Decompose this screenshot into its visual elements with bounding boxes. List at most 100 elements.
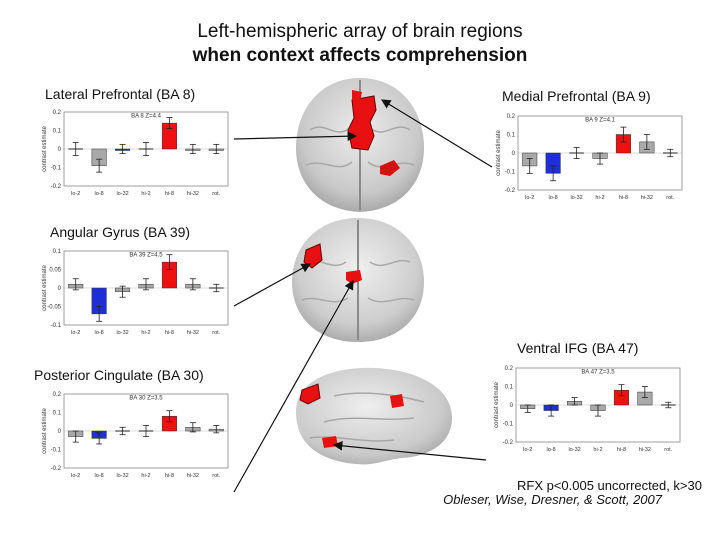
x-tick-label: lo-32 — [570, 195, 582, 201]
x-tick-label: hi-2 — [141, 473, 150, 479]
y-tick-label: 0 — [510, 403, 514, 409]
x-tick-label: lo-32 — [116, 473, 128, 479]
x-tick-label: rot. — [664, 447, 672, 453]
chart-title: BA 8 Z=4.4 — [131, 114, 162, 120]
chart-ventral-ifg: BA 47 Z=3.5 contrast estimate 0.2 0.1 0 -0.1 -… — [490, 362, 686, 470]
citation: Obleser, Wise, Dresner, & Scott, 2007 — [443, 492, 662, 507]
x-tick-label: rot. — [212, 330, 220, 336]
y-tick-label: 0.2 — [505, 366, 514, 372]
x-tick-label: lo-32 — [116, 330, 128, 336]
y-axis-label: contrast estimate — [42, 264, 48, 310]
y-tick-label: 0.1 — [505, 385, 514, 391]
arrow-ba30 — [233, 279, 354, 493]
x-tick-label: hi-32 — [639, 447, 651, 453]
x-tick-label: hi-2 — [141, 330, 150, 336]
y-tick-label: 0.1 — [507, 133, 516, 139]
x-tick-label: lo-8 — [547, 447, 556, 453]
y-tick-label: -0.1 — [51, 323, 62, 329]
chart-posterior-cingulate: BA 30 Z=3.5 contrast estimate 0.2 0.1 0 -0.1 -… — [38, 388, 234, 496]
label-lateral-prefrontal: Lateral Prefrontal (BA 8) — [45, 86, 196, 102]
x-tick-label: hi-8 — [617, 447, 626, 453]
y-axis-label: contrast estimate — [494, 381, 500, 427]
arrow-ba47 — [332, 441, 487, 461]
chart-svg-ba47: BA 47 Z=3.5 contrast estimate 0.2 0.1 0 -0.1 -… — [494, 366, 681, 453]
y-tick-label: 0.1 — [53, 129, 62, 135]
chart-svg-ba39: BA 39 Z=4.5 contrast estimate 0.1 0.05 0 -0.0… — [42, 249, 229, 336]
y-tick-label: -0.05 — [47, 305, 61, 311]
y-tick-label: 0.2 — [53, 392, 62, 398]
y-tick-label: -0.1 — [503, 422, 514, 428]
activation-parietal-blob — [390, 394, 404, 408]
x-tick-label: rot. — [212, 473, 220, 479]
y-tick-label: 0.2 — [507, 114, 516, 120]
x-tick-label: lo-32 — [568, 447, 580, 453]
y-axis-label: contrast estimate — [496, 129, 502, 175]
label-ventral-ifg: Ventral IFG (BA 47) — [517, 340, 639, 356]
x-tick-label: hi-2 — [141, 191, 150, 197]
x-tick-label: hi-2 — [593, 447, 602, 453]
y-tick-label: -0.1 — [51, 448, 62, 454]
x-tick-label: hi-8 — [165, 473, 174, 479]
y-tick-label: 0 — [512, 151, 516, 157]
y-axis-label: contrast estimate — [42, 125, 48, 171]
y-tick-label: 0 — [58, 429, 62, 435]
activation-small-blob — [380, 160, 400, 176]
x-tick-label: lo-8 — [95, 473, 104, 479]
arrow-ba9 — [380, 99, 493, 168]
x-tick-label: lo-32 — [116, 191, 128, 197]
x-tick-label: lo-8 — [95, 191, 104, 197]
y-tick-label: 0.1 — [53, 411, 62, 417]
chart-medial-prefrontal: BA 9 Z=4.1 contrast estimate 0.2 0.1 0 -0.1 -0… — [492, 110, 688, 218]
y-tick-label: -0.1 — [51, 166, 62, 172]
chart-angular-gyrus: BA 39 Z=4.5 contrast estimate 0.1 0.05 0 -0.0… — [38, 245, 234, 353]
title-line-2: when context affects comprehension — [192, 45, 528, 66]
chart-title: BA 9 Z=4.1 — [585, 118, 616, 124]
chart-lateral-prefrontal: BA 8 Z=4.4 contrast estimate 0.2 0.1 0 -0.1 -0… — [38, 106, 234, 214]
x-tick-label: hi-8 — [165, 330, 174, 336]
x-tick-label: hi-2 — [595, 195, 604, 201]
x-tick-label: lo-8 — [549, 195, 558, 201]
arrow-ba8 — [233, 131, 358, 142]
activation-ba39-blob — [303, 243, 323, 269]
y-tick-label: -0.2 — [503, 440, 514, 446]
slide-title: Left-hemispheric array of brain regions … — [0, 20, 720, 68]
x-tick-label: hi-32 — [187, 330, 199, 336]
x-tick-label: lo-2 — [71, 473, 80, 479]
chart-title: BA 39 Z=4.5 — [129, 253, 163, 259]
label-medial-prefrontal: Medial Prefrontal (BA 9) — [502, 88, 651, 104]
activation-ba30-blob — [299, 383, 321, 405]
activation-ba9-blob — [352, 90, 362, 102]
chart-title: BA 47 Z=3.5 — [581, 370, 615, 376]
label-angular-gyrus: Angular Gyrus (BA 39) — [50, 224, 191, 240]
y-tick-label: 0.05 — [49, 268, 61, 274]
y-tick-label: -0.1 — [505, 170, 516, 176]
y-tick-label: 0 — [58, 147, 62, 153]
chart-svg-ba9: BA 9 Z=4.1 contrast estimate 0.2 0.1 0 -0.1 -0… — [496, 114, 683, 201]
y-tick-label: -0.2 — [51, 466, 62, 472]
chart-title: BA 30 Z=3.5 — [129, 396, 163, 402]
x-tick-label: hi-32 — [187, 191, 199, 197]
x-tick-label: lo-8 — [95, 330, 104, 336]
y-tick-label: 0.1 — [53, 249, 62, 255]
stats-note: RFX p<0.005 uncorrected, k>30 — [516, 478, 702, 493]
y-tick-label: 0 — [58, 286, 62, 292]
x-tick-label: lo-2 — [525, 195, 534, 201]
y-tick-label: -0.2 — [51, 184, 62, 190]
x-tick-label: rot. — [212, 191, 220, 197]
x-tick-label: rot. — [666, 195, 674, 201]
x-tick-label: lo-2 — [71, 330, 80, 336]
x-tick-label: hi-8 — [619, 195, 628, 201]
y-tick-label: 0.2 — [53, 110, 62, 116]
x-tick-label: hi-8 — [165, 191, 174, 197]
x-tick-label: hi-32 — [641, 195, 653, 201]
y-axis-label: contrast estimate — [42, 407, 48, 453]
label-posterior-cingulate: Posterior Cingulate (BA 30) — [34, 367, 204, 383]
x-tick-label: lo-2 — [523, 447, 532, 453]
title-line-1: Left-hemispheric array of brain regions — [197, 21, 523, 42]
chart-svg-ba30: BA 30 Z=3.5 contrast estimate 0.2 0.1 0 -0.1 -… — [42, 392, 229, 479]
arrow-ba39 — [233, 263, 312, 307]
chart-svg-ba8: BA 8 Z=4.4 contrast estimate 0.2 0.1 0 -0.1 -0… — [42, 110, 229, 197]
x-tick-label: hi-32 — [187, 473, 199, 479]
y-tick-label: -0.2 — [505, 188, 516, 194]
